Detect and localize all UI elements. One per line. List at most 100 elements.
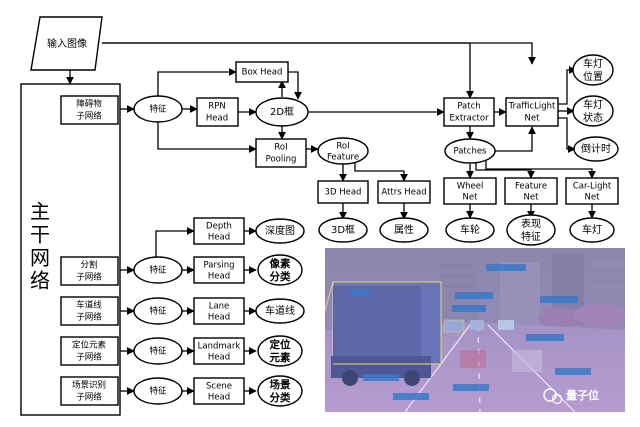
feature-obstacle-label: 特征 <box>149 104 167 115</box>
roi-pooling-line2: Pooling <box>266 155 297 165</box>
light-pos-line1: 车灯 <box>583 57 603 70</box>
parsing-head: Parsing Head <box>193 256 245 284</box>
roi-pooling-line1: RoI <box>274 143 287 153</box>
feature-net-line1: Feature <box>515 182 547 192</box>
patch-extractor-line2: Extractor <box>449 114 489 124</box>
feature-ellipses: 特征 特征 特征 特征 特征 <box>133 95 183 405</box>
patches-node: Patches <box>444 138 496 164</box>
feature-lane-label: 特征 <box>149 306 167 317</box>
carlight-net-line1: Car-Light <box>573 182 612 192</box>
building <box>440 256 478 326</box>
light-state-line2: 状态 <box>583 111 603 124</box>
rpn-head-line1: RPN <box>208 102 225 112</box>
carlight-net-line2: Net <box>585 193 601 203</box>
landmark-head: Landmark Head <box>193 337 245 365</box>
light-pos-output: 车灯 位置 <box>572 54 614 86</box>
countdown-label: 倒计时 <box>581 142 611 155</box>
attrs-head-label: Attrs Head <box>381 188 426 198</box>
depth-output: 深度图 <box>255 218 305 244</box>
appear-line1: 表现 <box>521 217 541 230</box>
input-image-node: 输入图像 <box>30 16 103 71</box>
depth-label: 深度图 <box>265 224 295 237</box>
scene-head-line1: Scene <box>206 382 232 392</box>
road-marking <box>460 350 486 368</box>
box-head: Box Head <box>235 61 289 83</box>
landmark-head-line2: Head <box>208 353 230 363</box>
wheel-net-line2: Net <box>463 193 479 203</box>
lane-head: Lane Head <box>193 297 245 325</box>
watermark-text: 量子位 <box>566 388 599 402</box>
patch-extractor-line1: Patch <box>457 102 480 112</box>
locate-output: 定位 元素 <box>257 335 303 367</box>
subnet-obstacle-line2: 子网络 <box>76 111 102 122</box>
appear-output: 表现 特征 <box>506 214 556 246</box>
laneline-label: 车道线 <box>265 304 295 317</box>
subnet-seg-line2: 子网络 <box>76 272 102 283</box>
patch-extractor: Patch Extractor <box>443 97 495 127</box>
lane-head-line2: Head <box>208 313 230 323</box>
carlight-net: Car-Light Net <box>565 177 619 205</box>
box3d-label: 3D框 <box>331 223 355 236</box>
subnet-scene-line1: 场景识别 <box>72 381 106 391</box>
backbone-char-2: 干 <box>30 223 50 247</box>
feature-lane <box>133 297 183 325</box>
wheel-output: 车轮 <box>445 217 495 243</box>
roi-feature-line1: RoI <box>336 142 349 152</box>
roi-pooling: RoI Pooling <box>255 138 307 168</box>
backbone-char-3: 网 <box>30 246 50 270</box>
patches-label: Patches <box>453 147 487 157</box>
subnet-lane-line2: 子网络 <box>76 312 102 323</box>
feature-scene-label: 特征 <box>149 386 167 397</box>
roi-feature: RoI Feature <box>317 137 369 165</box>
subnet-locate-line2: 子网络 <box>76 352 102 363</box>
rpn-head-line2: Head <box>206 114 228 124</box>
feature-locate-label: 特征 <box>149 346 167 357</box>
pixel-output: 像素 分类 <box>257 254 303 286</box>
subnet-obstacle-line1: 障碍物 <box>76 99 102 110</box>
subnet-locate-line1: 定位元素 <box>72 340 107 351</box>
subnet-seg-line1: 分割 <box>80 260 97 271</box>
input-image-label: 输入图像 <box>47 37 87 50</box>
subnet-obstacle: 障碍物 子网络 <box>60 95 119 125</box>
head-3d: 3D Head <box>317 180 369 204</box>
appear-line2: 特征 <box>521 231 541 243</box>
truck <box>325 281 442 386</box>
subnet-scene: 场景识别 子网络 <box>60 376 119 406</box>
feature-scene <box>133 377 183 405</box>
roi-feature-line2: Feature <box>327 153 359 163</box>
subnet-lane: 车道线 子网络 <box>60 296 119 326</box>
backbone-char-4: 络 <box>30 269 50 293</box>
feature-obstacle <box>133 95 183 123</box>
annotation-tags <box>350 264 591 400</box>
feature-seg-label: 特征 <box>149 265 167 276</box>
rpn-head: RPN Head <box>196 97 239 127</box>
light-state-output: 车灯 状态 <box>572 95 614 127</box>
subnet-scene-line2: 子网络 <box>76 392 102 403</box>
carlight-output: 车灯 <box>569 217 615 243</box>
locate-line1: 定位 <box>269 338 291 351</box>
subnet-seg: 分割 子网络 <box>60 256 119 286</box>
connectors <box>66 42 596 395</box>
subnet-lane-line1: 车道线 <box>76 300 102 311</box>
subnet-locate: 定位元素 子网络 <box>60 336 119 366</box>
locate-line2: 元素 <box>270 351 291 364</box>
box2d-output: 2D框 <box>255 97 309 127</box>
light-pos-line2: 位置 <box>583 70 603 83</box>
parsing-head-line1: Parsing <box>203 261 234 271</box>
scene-line1: 场景 <box>270 378 291 391</box>
depth-head-line1: Depth <box>206 222 232 232</box>
carlight-label: 车灯 <box>582 223 602 236</box>
wheel-net-line1: Wheel <box>457 182 484 192</box>
feature-locate <box>133 337 183 365</box>
wheel-net: Wheel Net <box>443 177 497 205</box>
light-state-line1: 车灯 <box>583 98 603 111</box>
head-3d-label: 3D Head <box>325 188 362 198</box>
depth-head: Depth Head <box>193 217 245 245</box>
pixel-line2: 分类 <box>270 270 291 283</box>
laneline-output: 车道线 <box>255 298 305 324</box>
feature-seg <box>133 256 183 284</box>
depth-head-line2: Head <box>208 233 230 243</box>
attr-label: 属性 <box>394 223 414 236</box>
scene-head: Scene Head <box>193 377 245 405</box>
